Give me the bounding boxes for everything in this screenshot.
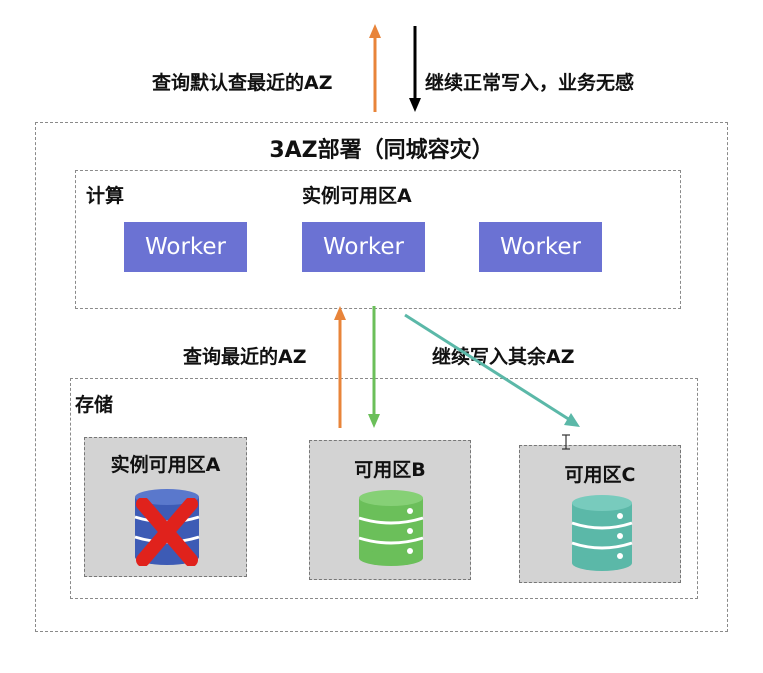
write-other-az-label: 继续写入其余AZ — [432, 346, 575, 368]
compute-label: 计算 — [86, 185, 125, 207]
teal-diagonal-arrow — [404, 313, 580, 427]
storage-zone-c: 可用区C — [519, 445, 681, 583]
storage-box — [70, 378, 698, 599]
database-icon-c — [571, 495, 633, 571]
storage-zone-b: 可用区B — [309, 440, 471, 580]
failure-x-icon — [136, 498, 198, 566]
storage-zone-a: 实例可用区A — [84, 437, 247, 577]
outer-3az-box — [35, 122, 728, 632]
storage-zone-c-label: 可用区C — [564, 464, 636, 486]
storage-zone-b-label: 可用区B — [354, 459, 426, 481]
green-down-arrow-middle — [368, 306, 380, 428]
worker-node-2: Worker — [302, 222, 425, 272]
storage-label: 存储 — [75, 394, 114, 416]
black-down-arrow-top — [409, 26, 421, 112]
compute-box — [75, 170, 681, 309]
worker-node-1: Worker — [124, 222, 247, 272]
query-nearest-az-label: 查询最近的AZ — [183, 346, 307, 368]
compute-zone-label: 实例可用区A — [302, 185, 412, 207]
orange-up-arrow-top — [369, 24, 381, 112]
continue-write-label: 继续正常写入，业务无感 — [425, 72, 635, 94]
text-cursor-icon — [562, 434, 570, 450]
query-default-nearest-az-label: 查询默认查最近的AZ — [152, 72, 333, 94]
storage-zone-a-label: 实例可用区A — [110, 454, 221, 476]
database-icon-b — [358, 490, 424, 566]
orange-up-arrow-middle — [334, 306, 346, 428]
worker-node-3: Worker — [479, 222, 602, 272]
outer-title: 3AZ部署（同城容灾） — [269, 138, 494, 163]
